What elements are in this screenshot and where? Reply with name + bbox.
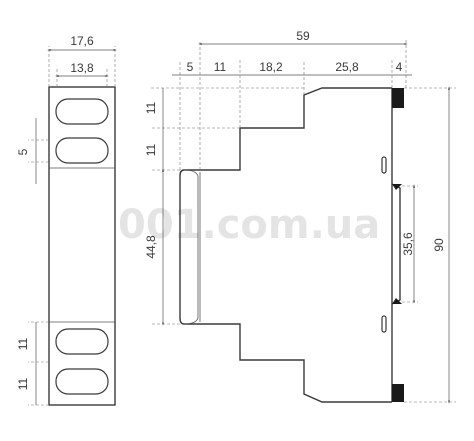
front-view: 17,6 13,8 5 11 11	[16, 34, 117, 406]
front-slot-2	[55, 137, 109, 164]
front-body	[48, 86, 116, 406]
dim-rail-height: 35,6	[401, 232, 415, 256]
terminal-bottom	[392, 384, 404, 402]
clip-slot-bottom	[381, 315, 387, 333]
clip-hook-bottom	[392, 298, 402, 304]
front-slot-4	[55, 368, 109, 395]
side-view: 59 5 11 18,2 25,8 4 11 11 44,8 35,6 90	[144, 29, 456, 404]
dim-seg-1: 5	[187, 60, 194, 74]
dim-bottom-upper: 11	[16, 337, 30, 350]
dim-width-outer: 17,6	[70, 34, 94, 48]
dim-seg-2: 11	[214, 60, 227, 74]
dim-left-lower: 11	[144, 143, 158, 156]
din-clip	[391, 183, 401, 305]
dim-top-gap: 5	[16, 148, 30, 155]
dim-total-height: 90	[432, 238, 446, 252]
watermark: 001.com.ua	[118, 202, 380, 248]
dim-left-rail: 44,8	[144, 235, 158, 259]
clip-hook-top	[392, 184, 402, 190]
dim-bottom-lower: 11	[16, 377, 30, 390]
terminal-top	[392, 88, 404, 108]
dim-seg-5: 4	[396, 60, 403, 74]
side-profile	[179, 87, 392, 403]
dim-seg-3: 18,2	[259, 60, 283, 74]
dim-left-upper: 11	[144, 101, 158, 114]
dim-total-depth: 59	[296, 29, 310, 43]
dim-seg-4: 25,8	[335, 60, 359, 74]
front-slot-1	[55, 98, 109, 125]
front-slot-3	[55, 328, 109, 355]
dim-width-inner: 13,8	[70, 61, 94, 75]
clip-slot-top	[381, 156, 387, 174]
